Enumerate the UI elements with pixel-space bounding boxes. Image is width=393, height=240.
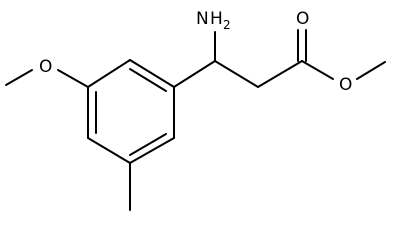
ring-to-chiral-carbon-bond (173, 60, 216, 88)
ring-bond-c6-c1 (87, 59, 131, 88)
ring-bond-c3-c4-inner (129, 133, 167, 156)
amine-h-count-label: 2 (223, 18, 231, 32)
carbonyl-o-label: O (296, 9, 309, 29)
ester-o-to-methyl-bond (356, 61, 386, 80)
ring-bond-c1-c2-inner (129, 68, 167, 92)
amine-n-label: N (196, 9, 209, 29)
methoxy-o-label: O (39, 57, 52, 77)
benzene-ring (87, 59, 175, 164)
carbonyl-to-ester-o-bond (301, 60, 334, 80)
ring-bond-c3-c4 (129, 137, 175, 164)
ring-bond-c4-c5 (87, 137, 131, 164)
ring-bond-c1-c2 (129, 59, 175, 88)
methoxy-o-methyl-bond (5, 69, 33, 86)
molecule-structure: N H 2 O O O (5, 9, 386, 211)
amine-label: N H 2 (196, 9, 231, 32)
methoxy-o-ring-bond (57, 69, 89, 88)
chiral-carbon-to-ch2-bond (214, 60, 259, 88)
ch2-to-carbonyl-bond (257, 60, 303, 88)
amine-h-label: H (210, 9, 223, 29)
ester-o-label: O (339, 75, 352, 95)
